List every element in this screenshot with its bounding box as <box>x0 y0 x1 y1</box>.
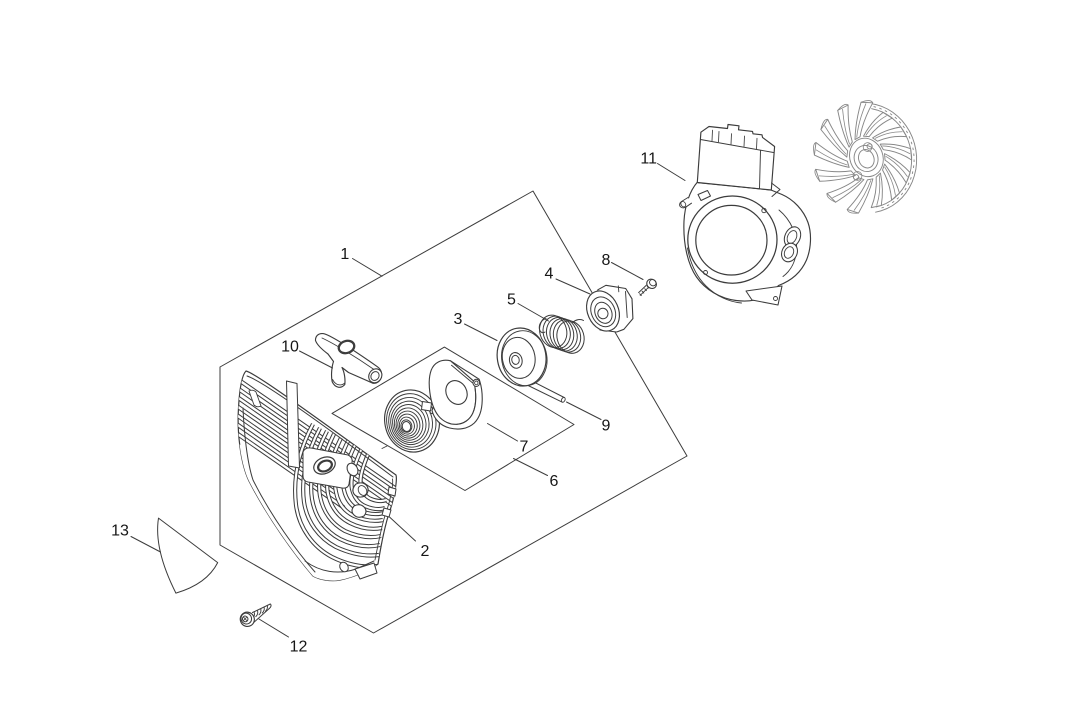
svg-text:13: 13 <box>111 522 129 539</box>
svg-text:4: 4 <box>545 265 554 282</box>
svg-text:1: 1 <box>340 246 349 263</box>
svg-text:8: 8 <box>602 252 611 269</box>
svg-text:5: 5 <box>507 291 516 308</box>
svg-text:3: 3 <box>454 311 463 328</box>
svg-text:10: 10 <box>281 338 299 355</box>
svg-text:12: 12 <box>290 638 308 655</box>
svg-text:9: 9 <box>602 417 611 434</box>
svg-text:7: 7 <box>520 438 529 455</box>
svg-text:2: 2 <box>421 543 430 560</box>
svg-text:11: 11 <box>640 150 657 167</box>
svg-text:6: 6 <box>550 473 559 490</box>
